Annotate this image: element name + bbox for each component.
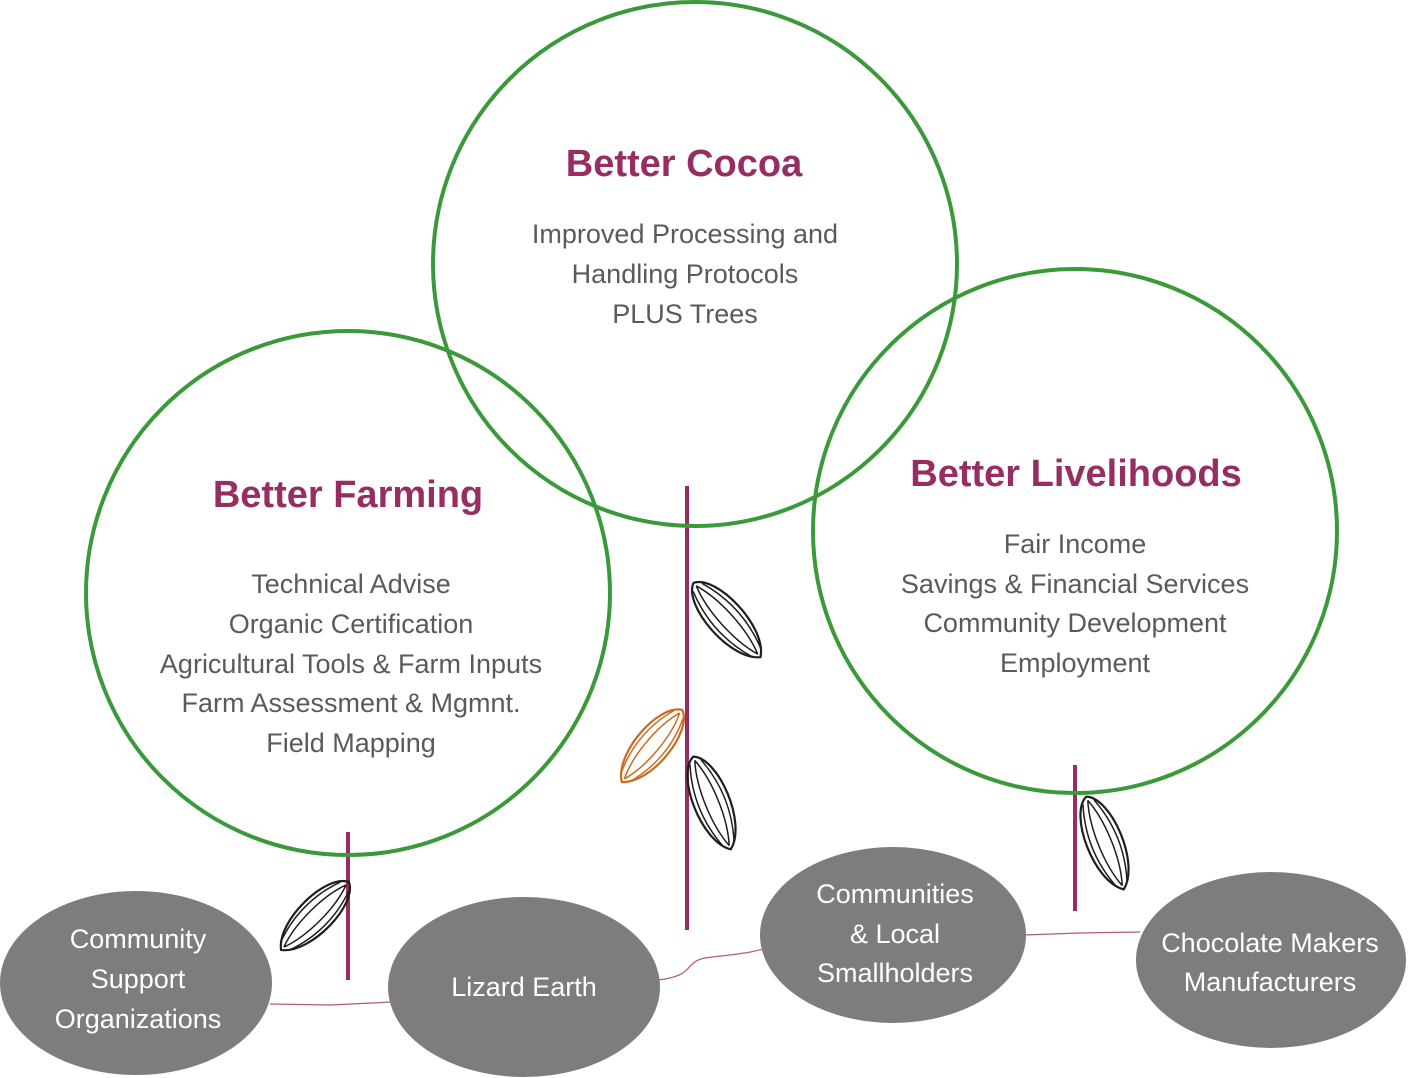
node-label: Smallholders	[817, 958, 973, 988]
node-community-support: Community Support Organizations	[0, 891, 272, 1075]
node-label: Manufacturers	[1184, 967, 1357, 997]
cocoa-pod-icon	[690, 580, 763, 659]
cocoa-title: Better Cocoa	[566, 143, 803, 185]
connector-lizard-communities	[657, 947, 767, 981]
cocoa-pod-icon	[1079, 795, 1130, 891]
circle-better-livelihoods	[811, 267, 1339, 795]
node-label: Communities	[816, 879, 974, 909]
cocoa-pod-icon	[279, 879, 352, 952]
node-connectors	[269, 931, 1141, 1006]
circles	[84, 0, 1339, 857]
farming-item: Farm Assessment & Mgmnt.	[181, 688, 520, 718]
circle-better-cocoa	[431, 0, 959, 528]
node-label: Chocolate Makers	[1161, 928, 1379, 958]
cocoa-item: PLUS Trees	[612, 299, 758, 329]
circle-better-farming	[84, 329, 612, 857]
cocoa-pod-icon	[686, 755, 737, 851]
connector-communities-chocolate	[1023, 931, 1141, 936]
livelihoods-item: Fair Income	[1004, 529, 1147, 559]
livelihoods-title: Better Livelihoods	[910, 453, 1242, 495]
farming-text-group: Better Farming Technical Advise Organic …	[160, 474, 542, 758]
cocoa-item: Handling Protocols	[572, 259, 799, 289]
node-label: & Local	[850, 919, 940, 949]
node-lizard-earth: Lizard Earth	[388, 897, 660, 1077]
node-communities: Communities & Local Smallholders	[760, 847, 1026, 1023]
cocoa-text-group: Better Cocoa Improved Processing and Han…	[532, 143, 838, 329]
farming-item: Field Mapping	[266, 728, 436, 758]
node-label: Community	[70, 924, 207, 954]
farming-item: Agricultural Tools & Farm Inputs	[160, 649, 542, 679]
farming-item: Organic Certification	[229, 609, 474, 639]
cocoa-pod-icon	[620, 708, 685, 784]
livelihoods-text-group: Better Livelihoods Fair Income Savings &…	[901, 453, 1249, 678]
pods	[279, 580, 1130, 952]
node-chocolate: Chocolate Makers Manufacturers	[1136, 872, 1406, 1048]
livelihoods-item: Community Development	[923, 608, 1227, 638]
connector-community-lizard	[269, 1001, 393, 1006]
livelihoods-item: Employment	[1000, 648, 1151, 678]
farming-item: Technical Advise	[251, 569, 451, 599]
node-label: Support	[91, 964, 186, 994]
node-label: Organizations	[55, 1004, 222, 1034]
stakeholder-nodes: Community Support Organizations Lizard E…	[0, 847, 1406, 1077]
livelihoods-item: Savings & Financial Services	[901, 569, 1249, 599]
farming-title: Better Farming	[213, 474, 483, 516]
node-label: Lizard Earth	[451, 972, 597, 1002]
cocoa-item: Improved Processing and	[532, 219, 838, 249]
